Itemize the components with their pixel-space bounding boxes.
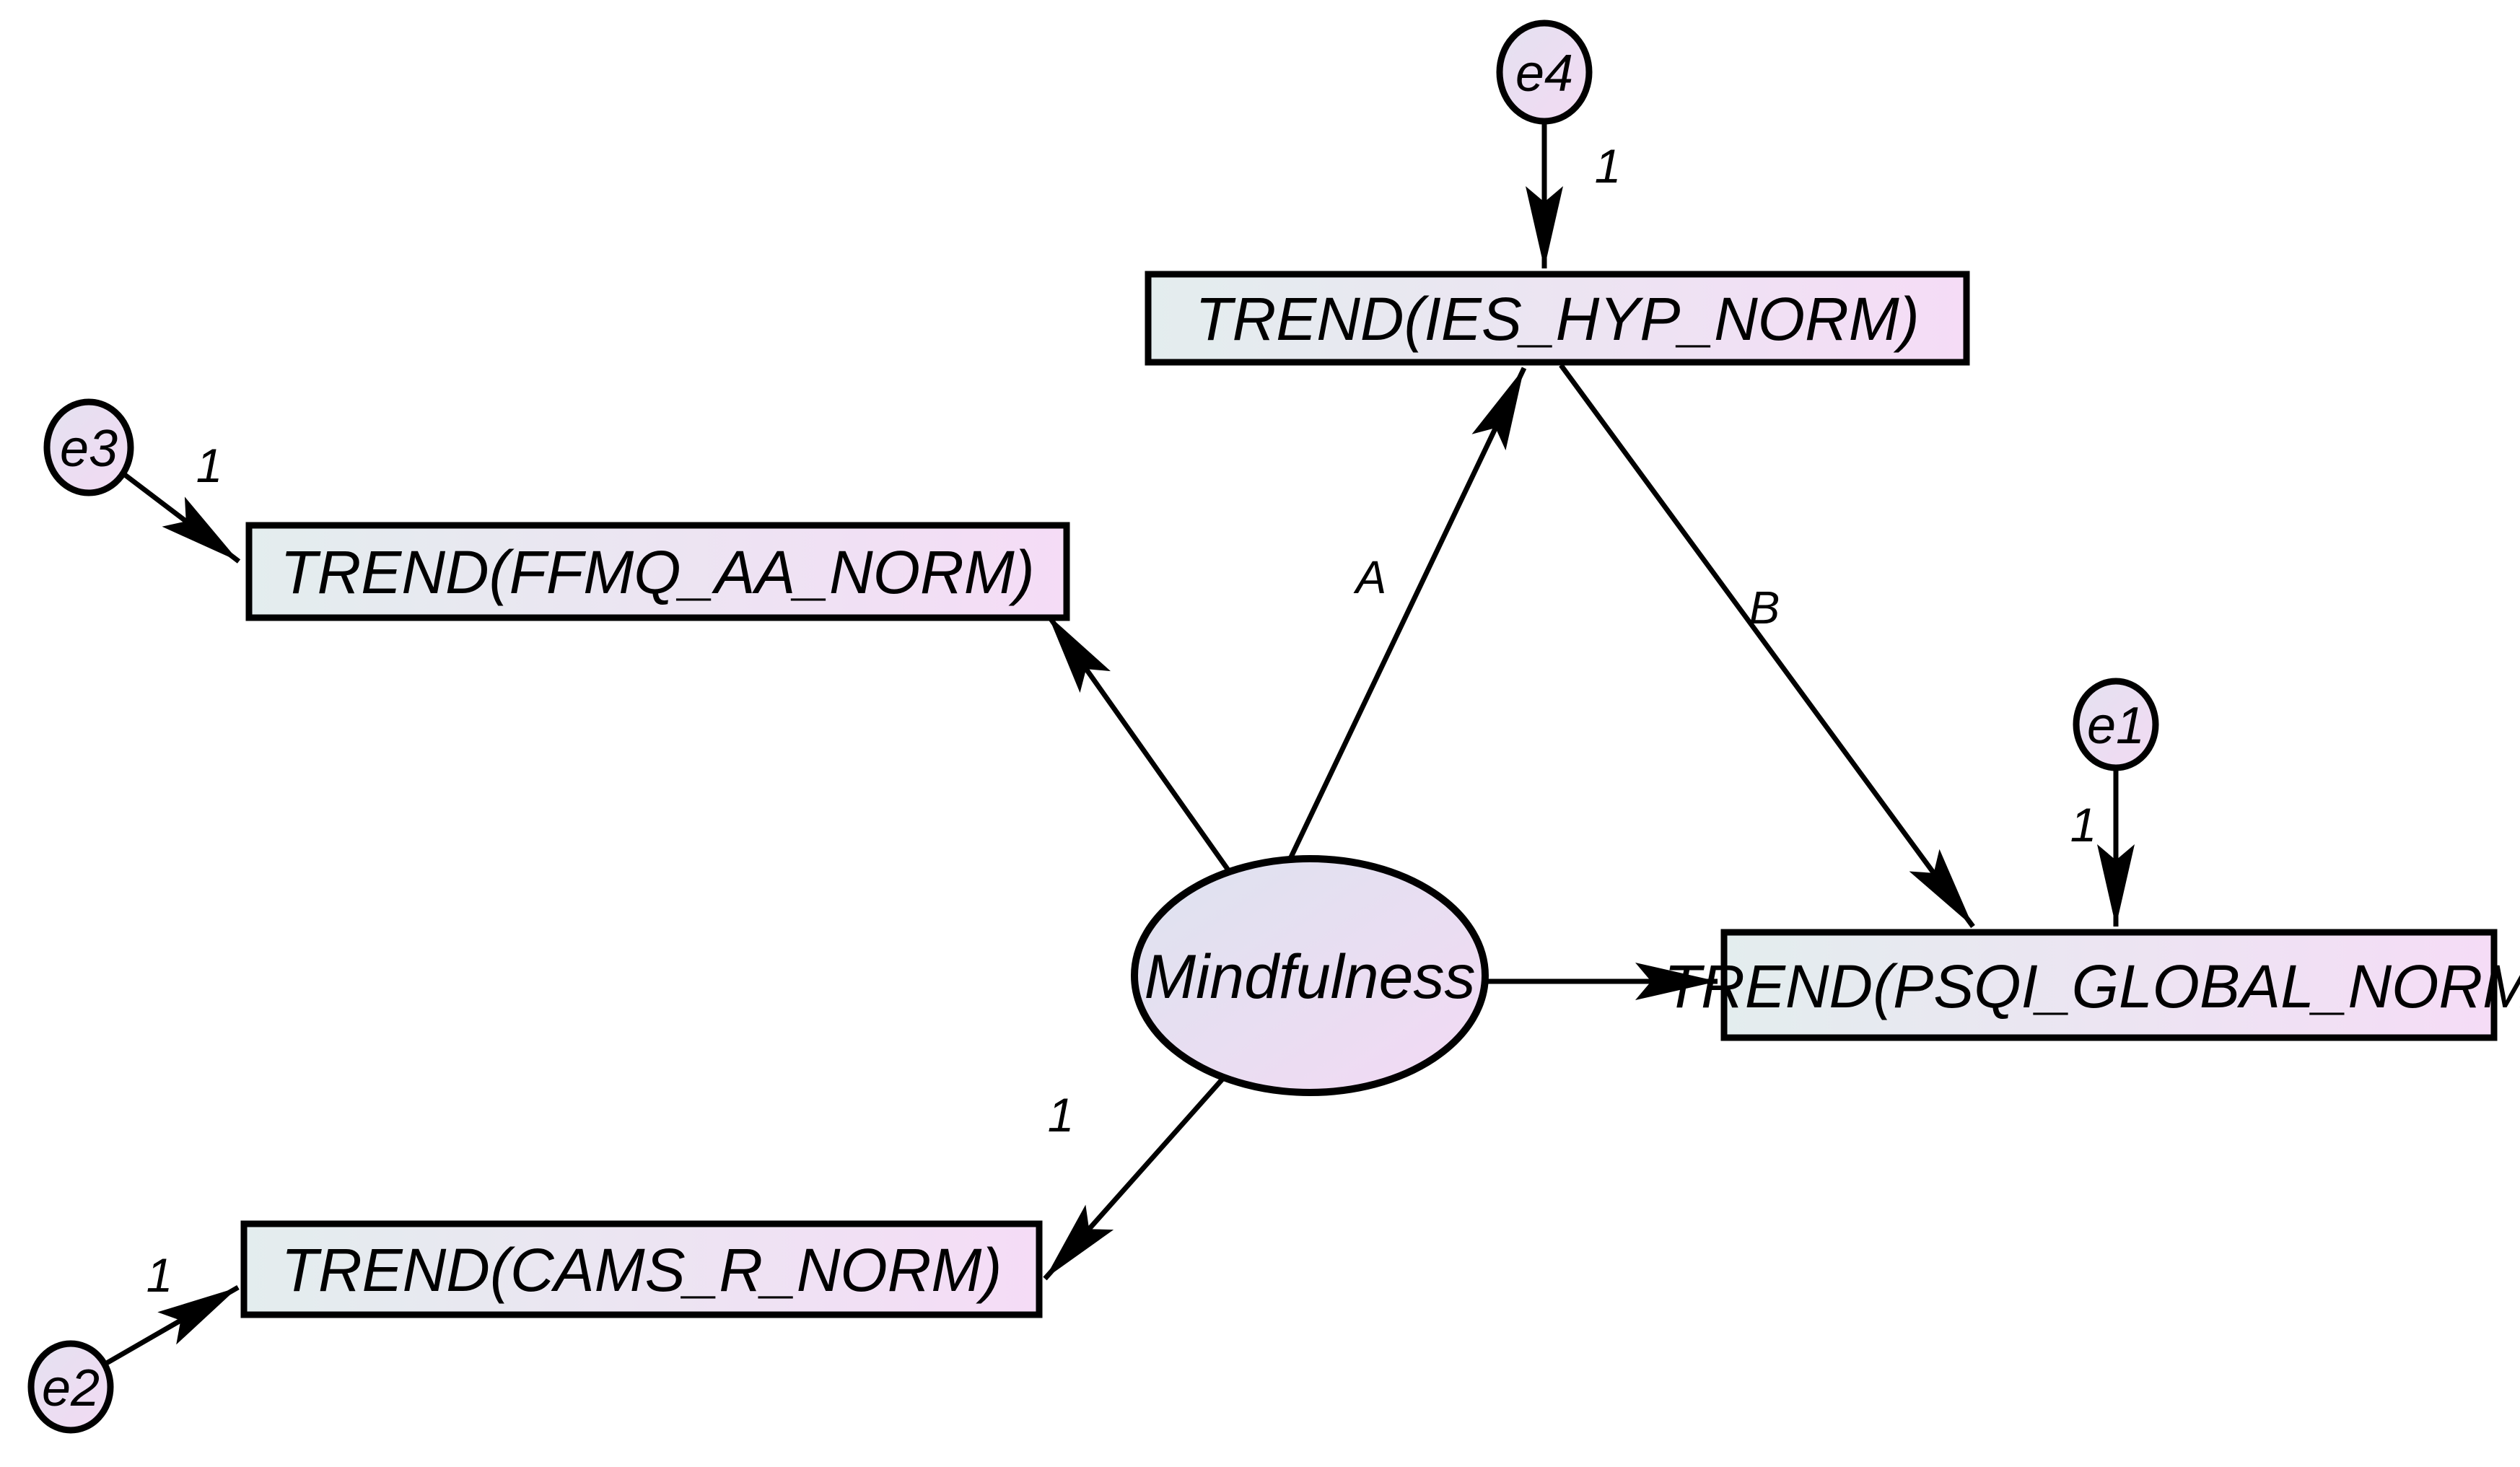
edge-e3-to-ffmq xyxy=(123,473,241,564)
edge-e2-to-cams xyxy=(104,1284,240,1367)
error-e2-label: e2 xyxy=(42,1359,100,1417)
error-e2-circle xyxy=(27,1340,114,1434)
observed-ies-label: TREND(IES_HYP_NORM) xyxy=(1195,285,1919,353)
error-e3-label: e3 xyxy=(60,420,118,478)
loading-e3-label: 1 xyxy=(196,439,223,492)
error-e1-circle xyxy=(2073,678,2159,771)
error-e3-circle xyxy=(43,398,134,496)
edge-ies-to-psqi-path-b xyxy=(1559,363,1975,929)
edge-mindfulness-to-cams xyxy=(1043,1074,1227,1281)
latent-mindfulness-ellipse xyxy=(1131,855,1489,1096)
observed-cams-box xyxy=(240,1220,1043,1318)
loading-e1-label: 1 xyxy=(2070,798,2097,851)
edge-mindfulness-to-ffmq xyxy=(1046,613,1233,875)
loading-e4-label: 1 xyxy=(1595,139,1622,193)
error-e1-label: e1 xyxy=(2087,697,2145,755)
path-a-label: A xyxy=(1353,551,1387,603)
observed-psqi-box xyxy=(1720,929,2498,1041)
loading-e2-label: 1 xyxy=(146,1248,173,1302)
observed-ffmq-box xyxy=(245,522,1070,621)
edge-mindfulness-to-ies-path-a xyxy=(1286,367,1527,863)
observed-ffmq-label: TREND(FFMQ_AA_NORM) xyxy=(280,538,1034,606)
latent-mindfulness-label: Mindfulness xyxy=(1145,942,1476,1012)
error-e4-circle xyxy=(1496,19,1593,125)
error-e4-label: e4 xyxy=(1515,45,1573,102)
loading-cams-label: 1 xyxy=(1048,1088,1075,1142)
observed-cams-label: TREND(CAMS_R_NORM) xyxy=(281,1236,1002,1304)
observed-ies-box xyxy=(1145,271,1970,366)
path-b-label: B xyxy=(1749,582,1780,634)
observed-psqi-label: TREND(PSQI_GLOBAL_NORM) xyxy=(1664,953,2520,1020)
